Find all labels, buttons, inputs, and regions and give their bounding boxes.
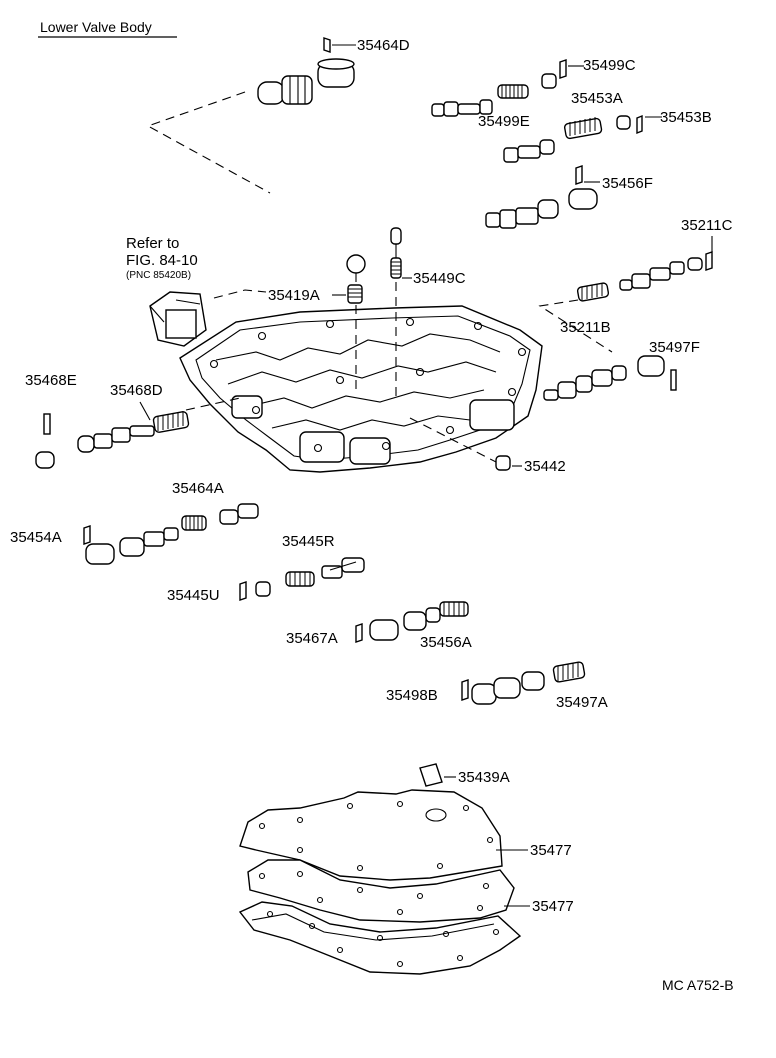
label-35456f: 35456F xyxy=(602,175,653,192)
plug-35445u xyxy=(255,581,271,597)
label-35445r: 35445R xyxy=(282,533,335,550)
plug-35453b xyxy=(616,114,643,135)
label-35477-lower: 35477 xyxy=(532,898,574,915)
pin-35454a xyxy=(83,525,91,545)
valve-35454a xyxy=(85,527,179,565)
label-35211c: 35211C xyxy=(681,217,733,234)
solenoid-icon xyxy=(149,291,207,347)
plate-lower xyxy=(238,901,522,975)
dashed-guide-top xyxy=(146,91,271,194)
valve-35468d xyxy=(77,411,190,453)
check-ball-35449c xyxy=(390,227,402,279)
valve-35456a xyxy=(369,607,441,641)
valve-35445r xyxy=(321,557,365,579)
refer-line-1: Refer to xyxy=(126,235,179,252)
label-35499e: 35499E xyxy=(478,113,530,130)
label-35497a: 35497A xyxy=(556,694,608,711)
valve-35499e xyxy=(431,99,493,117)
label-35453a: 35453A xyxy=(571,90,623,107)
plug-35499c xyxy=(541,59,567,89)
label-35499c: 35499C xyxy=(583,57,636,74)
label-35467a: 35467A xyxy=(286,630,338,647)
label-35445u: 35445U xyxy=(167,587,220,604)
valve-body-plate xyxy=(179,305,543,473)
valve-35497a xyxy=(471,671,545,705)
spring-35211b xyxy=(576,282,610,302)
refer-line-3: (PNC 85420B) xyxy=(126,270,191,281)
dashed-guide-right xyxy=(538,299,613,353)
label-35468e: 35468E xyxy=(25,372,77,389)
spring-35497a xyxy=(552,661,586,683)
gasket-middle xyxy=(247,859,515,923)
label-35439a: 35439A xyxy=(458,769,510,786)
label-35477-upper: 35477 xyxy=(530,842,572,859)
plug-35464a xyxy=(219,503,259,525)
spring-35453a xyxy=(563,117,603,140)
refer-line-2: FIG. 84-10 xyxy=(126,252,198,269)
dashed-guide-left xyxy=(185,397,241,411)
label-35449c: 35449C xyxy=(413,270,466,287)
label-35497f: 35497F xyxy=(649,339,700,356)
pin-35445u xyxy=(239,581,247,601)
plug-35442 xyxy=(495,455,511,471)
label-35442: 35442 xyxy=(524,458,566,475)
label-35464d: 35464D xyxy=(357,37,410,54)
pin-35468e xyxy=(43,413,51,435)
dashed-guide-35442 xyxy=(409,417,501,465)
dashed-guide-solenoid xyxy=(213,289,267,299)
spring-35499e xyxy=(497,84,529,99)
valve-35456f xyxy=(485,165,598,229)
label-35498b: 35498B xyxy=(386,687,438,704)
label-35464a: 35464A xyxy=(172,480,224,497)
label-35419a: 35419A xyxy=(268,287,320,304)
plug-35468d xyxy=(35,451,55,469)
spring-35445r xyxy=(285,571,315,587)
valve-35453a xyxy=(503,139,555,163)
clip-35439a xyxy=(419,763,443,787)
label-35468d: 35468D xyxy=(110,382,163,399)
diagram-code: MC A752-B xyxy=(662,977,734,993)
label-35454a: 35454A xyxy=(10,529,62,546)
spring-35456a xyxy=(439,601,469,617)
gasket-upper xyxy=(239,789,503,881)
pin-35498b xyxy=(461,679,469,701)
diagram-title: Lower Valve Body xyxy=(40,19,152,35)
check-ball-35419a xyxy=(346,254,366,304)
label-35456a: 35456A xyxy=(420,634,472,651)
valve-35211c xyxy=(619,251,713,291)
pin-35467a xyxy=(355,623,363,643)
spring-35464a xyxy=(181,515,207,531)
valve-35497f xyxy=(543,355,677,401)
label-35453b: 35453B xyxy=(660,109,712,126)
label-35211b: 35211B xyxy=(560,319,611,336)
plug-group-35464d xyxy=(257,37,355,105)
